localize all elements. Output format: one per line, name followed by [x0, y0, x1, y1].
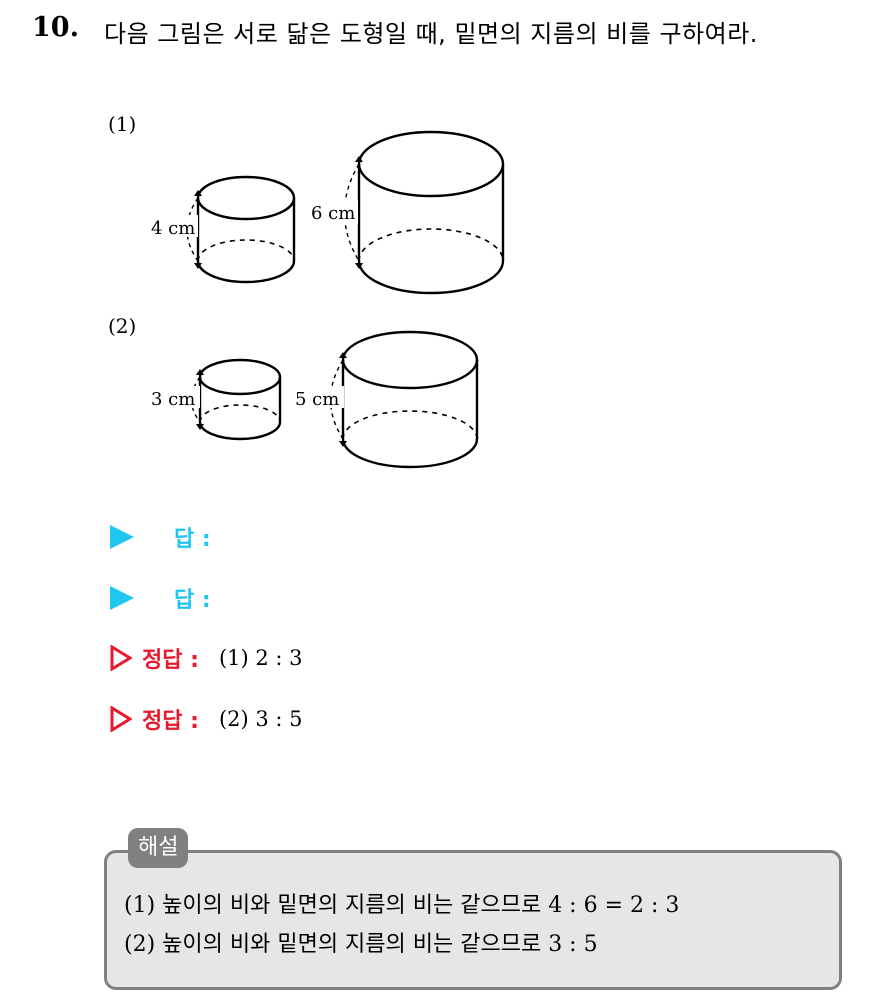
answer-label: 답 :: [174, 588, 211, 613]
cylinder-2-large: [329, 330, 479, 469]
correct-answer-value: (2) 3 : 5: [218, 707, 303, 731]
correct-answer-row-2: 정답 : (2) 3 : 5: [110, 703, 303, 735]
dimension-label-1-large: 6 cm: [311, 203, 355, 224]
explanation-line-2: (2) 높이의 비와 밑면의 지름의 비는 같으므로 3 : 5: [124, 932, 598, 957]
cylinder-2-small: [190, 358, 282, 441]
explanation-box: [104, 850, 842, 990]
dimension-label-1-small: 4 cm: [151, 218, 195, 239]
answer-label: 답 :: [174, 527, 211, 552]
explanation-tag: 해설: [128, 828, 189, 868]
cylinder-1-small: [186, 175, 296, 284]
correct-answer-row-1: 정답 : (1) 2 : 3: [110, 642, 303, 674]
play-triangle-icon: [110, 525, 134, 549]
play-triangle-icon: [110, 586, 134, 610]
correct-answer-label: 정답 :: [142, 709, 199, 734]
cylinder-1-large: [343, 130, 505, 295]
question-text: 다음 그림은 서로 닮은 도형일 때, 밑면의 지름의 비를 구하여라.: [104, 20, 758, 48]
outline-triangle-icon: [110, 706, 132, 732]
answer-row-1[interactable]: 답 :: [110, 521, 211, 553]
explanation-line-1: (1) 높이의 비와 밑면의 지름의 비는 같으므로 4 : 6 = 2 : 3: [124, 893, 680, 918]
dimension-label-2-large: 5 cm: [295, 389, 339, 410]
answer-row-2[interactable]: 답 :: [110, 582, 211, 614]
part-label-2: (2): [108, 314, 137, 338]
correct-answer-value: (1) 2 : 3: [218, 646, 303, 670]
outline-triangle-icon: [110, 645, 132, 671]
part-label-1: (1): [108, 112, 137, 136]
correct-answer-label: 정답 :: [142, 648, 199, 673]
question-number: 10.: [32, 12, 79, 43]
dimension-label-2-small: 3 cm: [151, 389, 195, 410]
